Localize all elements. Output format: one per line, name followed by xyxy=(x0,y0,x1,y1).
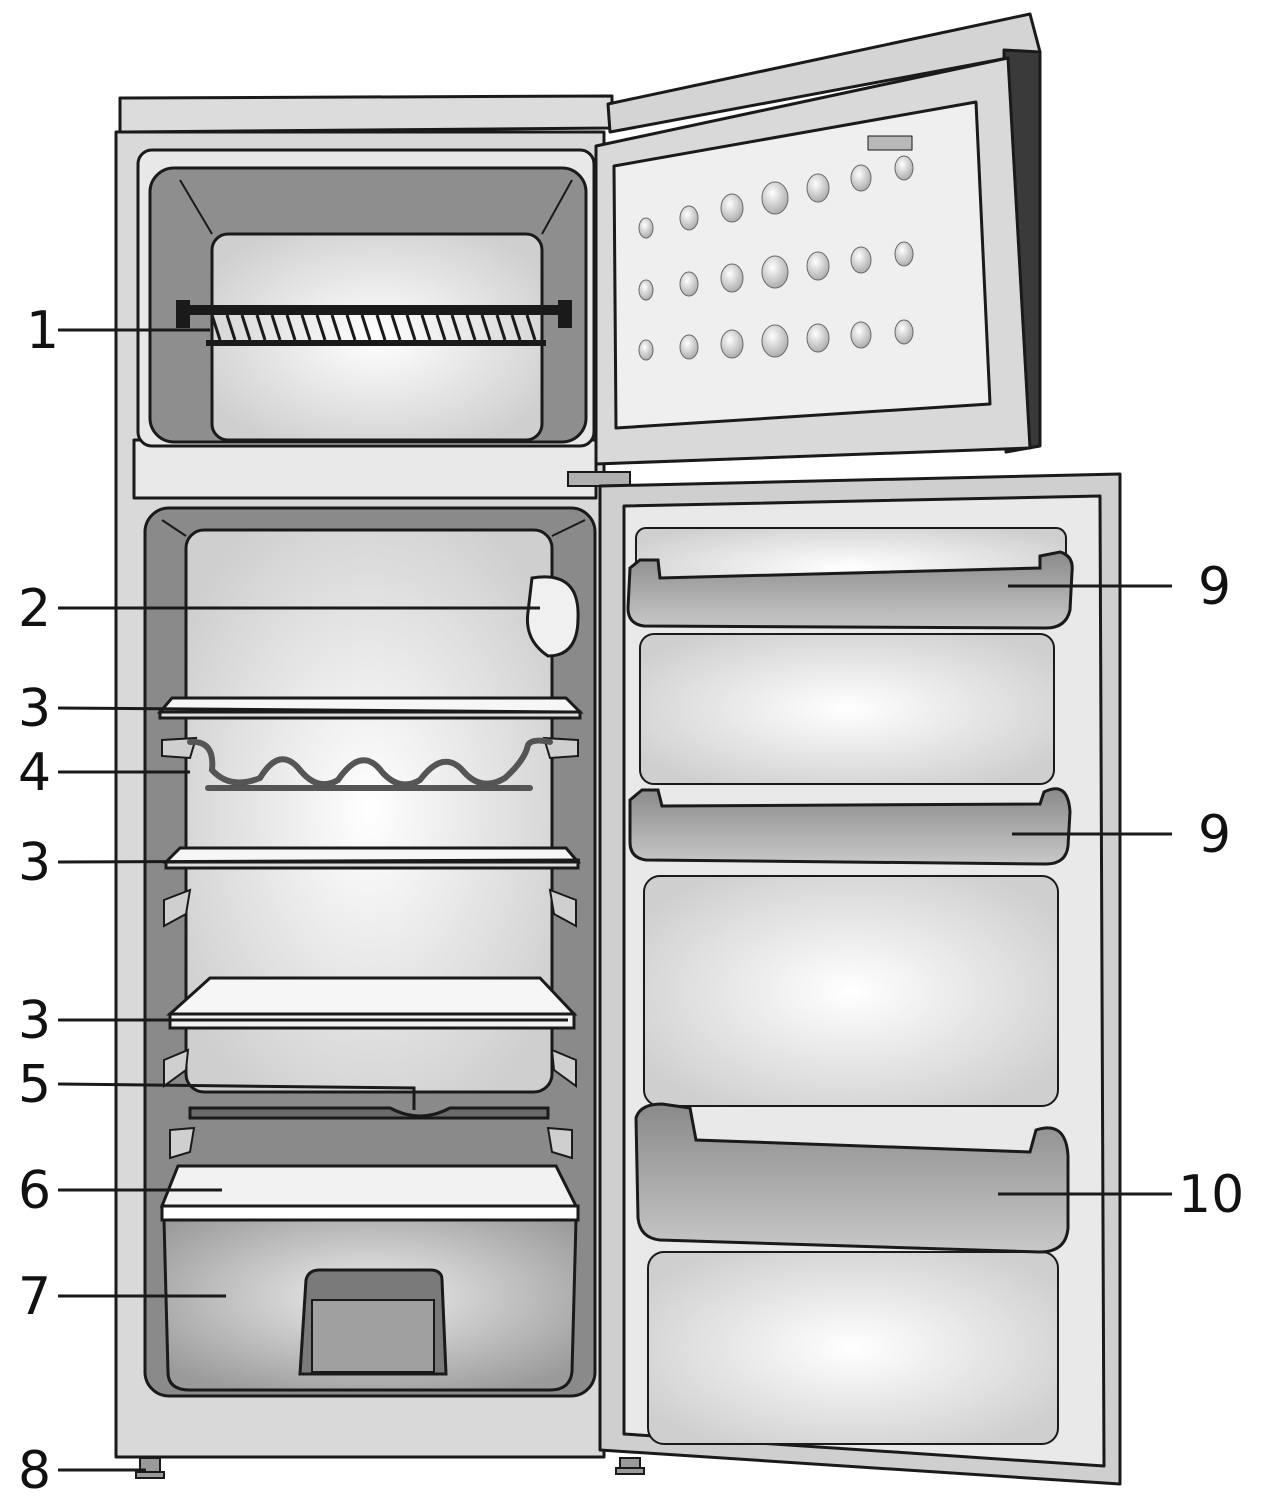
wire-shelf-rod xyxy=(255,314,267,341)
freezer-door xyxy=(594,12,1042,466)
wire-shelf-rod xyxy=(360,314,372,341)
wire-shelf-rod xyxy=(270,314,282,341)
wire-shelf-rod xyxy=(285,314,297,341)
door-dimple xyxy=(894,319,914,345)
wire-shelf-rod xyxy=(465,314,477,341)
wire-shelf-rod xyxy=(510,314,522,341)
door-dimple xyxy=(850,246,872,274)
door-dimple xyxy=(806,173,830,203)
callout-9-middle: 9 xyxy=(1198,805,1232,865)
door-dimple xyxy=(679,334,699,360)
door-dimple xyxy=(679,271,699,297)
leader-3b xyxy=(57,858,581,864)
door-dimple xyxy=(850,164,872,192)
door-dimple xyxy=(720,329,744,359)
door-dimple xyxy=(806,251,830,281)
freezer-back-wall xyxy=(210,232,544,442)
door-dimple xyxy=(761,181,789,215)
wire-shelf-rod xyxy=(345,314,357,341)
callout-9-top: 9 xyxy=(1198,557,1232,617)
adjustable-feet xyxy=(135,1457,645,1479)
callout-3-lower: 3 xyxy=(18,991,52,1051)
wire-shelf-rod xyxy=(420,314,432,341)
wire-shelf-rod xyxy=(300,314,312,341)
callout-7: 7 xyxy=(18,1267,52,1327)
callout-4: 4 xyxy=(18,743,52,803)
door-dimple xyxy=(638,279,654,301)
door-dimple xyxy=(894,155,914,181)
door-dimple xyxy=(638,339,654,361)
wire-shelf-rod xyxy=(210,314,222,341)
door-rack-top xyxy=(626,550,1074,630)
leader-5 xyxy=(57,1082,416,1110)
callout-2: 2 xyxy=(18,579,52,639)
wire-shelf-rod xyxy=(525,314,537,341)
callout-5: 5 xyxy=(18,1055,52,1115)
door-dimple xyxy=(761,255,789,289)
door-dimple xyxy=(894,241,914,267)
callout-10: 10 xyxy=(1178,1165,1245,1225)
door-dimple xyxy=(806,323,830,353)
door-rack-middle xyxy=(628,787,1072,866)
wire-shelf-rod xyxy=(450,314,462,341)
callout-6: 6 xyxy=(18,1161,52,1221)
wire-shelf-rod xyxy=(315,314,327,341)
wire-shelf-rod xyxy=(495,314,507,341)
wire-shelf-rod xyxy=(405,314,417,341)
callout-3-top: 3 xyxy=(18,679,52,739)
wire-shelf-rod xyxy=(330,314,342,341)
freezer-compartment xyxy=(136,148,596,448)
fridge-back-wall xyxy=(184,528,554,1094)
wire-shelf-rod xyxy=(480,314,492,341)
door-racks xyxy=(626,550,1074,1254)
wine-rack xyxy=(187,737,553,791)
door-bottle-rack xyxy=(634,1102,1070,1254)
crisper-cover xyxy=(188,1106,550,1120)
door-dimple xyxy=(761,324,789,358)
door-dimple xyxy=(720,193,744,223)
door-dimple xyxy=(638,217,654,239)
door-dimple xyxy=(679,205,699,231)
wire-shelf-rod xyxy=(375,314,387,341)
wire-shelf-rod xyxy=(240,314,252,341)
callout-3-middle: 3 xyxy=(18,833,52,893)
freezer-door-liner xyxy=(612,100,992,430)
shelf-supports xyxy=(161,736,579,1160)
callout-8: 8 xyxy=(18,1441,52,1501)
freezer-door-dimples xyxy=(638,155,914,361)
freezer-wire-shelf xyxy=(176,300,572,346)
cabinet-top xyxy=(118,94,614,134)
wire-shelf-rod xyxy=(225,314,237,341)
door-dimple xyxy=(720,263,744,293)
glass-shelf-lower xyxy=(166,976,578,1016)
callout-1: 1 xyxy=(26,301,60,361)
wire-shelf-rod xyxy=(435,314,447,341)
cabinet-divider xyxy=(132,438,598,500)
crisper-glass-shelf xyxy=(159,1164,580,1222)
hinge xyxy=(567,471,631,487)
crisper-drawer xyxy=(162,1218,578,1392)
callout-leader-lines xyxy=(57,328,1172,1472)
wire-shelf-rod xyxy=(390,314,402,341)
leader-3a xyxy=(57,706,573,714)
light-cover xyxy=(525,575,580,658)
door-dimple xyxy=(850,321,872,349)
